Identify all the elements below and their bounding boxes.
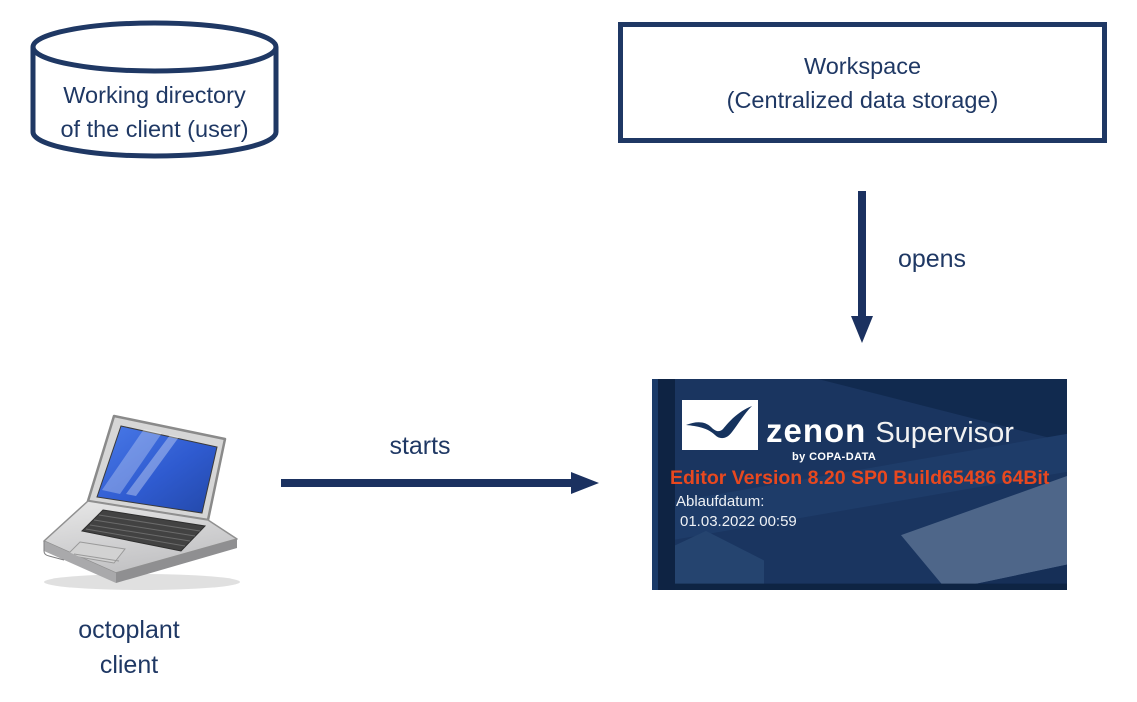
expiry-date-label: Ablaufdatum: [676, 493, 765, 510]
starts-arrow [281, 472, 599, 494]
zenon-edition-name: Supervisor [875, 417, 1014, 449]
working-directory-label-line2: of the client (user) [60, 116, 249, 142]
copa-data-bird-logo-icon [682, 400, 758, 450]
zenon-product-name: zenon [766, 412, 867, 449]
working-directory-label-line1: Working directory [63, 82, 246, 108]
octoplant-client-label: octoplant client [38, 613, 220, 683]
working-directory-cylinder [28, 20, 281, 162]
splash-bg-shape-left-edge [652, 379, 658, 590]
expiry-date-value: 01.03.2022 00:59 [680, 513, 797, 530]
cylinder-shape [30, 20, 279, 159]
octoplant-client-label-line2: client [99, 651, 159, 679]
opens-edge-label: opens [897, 245, 967, 273]
octoplant-client-label-line1: octoplant [78, 616, 180, 644]
editor-version-text: Editor Version 8.20 SP0 Build65486 64Bit [670, 467, 1050, 489]
workspace-box: Workspace (Centralized data storage) [618, 22, 1107, 143]
working-directory-label: Working directory of the client (user) [28, 78, 281, 146]
splash-bg-shape-left-band [658, 379, 675, 590]
laptop-image [24, 402, 256, 592]
copa-data-byline: by COPA-DATA [792, 451, 877, 463]
starts-edge-label: starts [389, 432, 451, 460]
workspace-label-line2: (Centralized data storage) [726, 86, 999, 113]
laptop-icon [43, 414, 240, 590]
opens-arrow [851, 191, 873, 343]
workspace-label-line1: Workspace [803, 52, 922, 79]
splash-bg-shape-bottom-strip [652, 583, 1067, 590]
